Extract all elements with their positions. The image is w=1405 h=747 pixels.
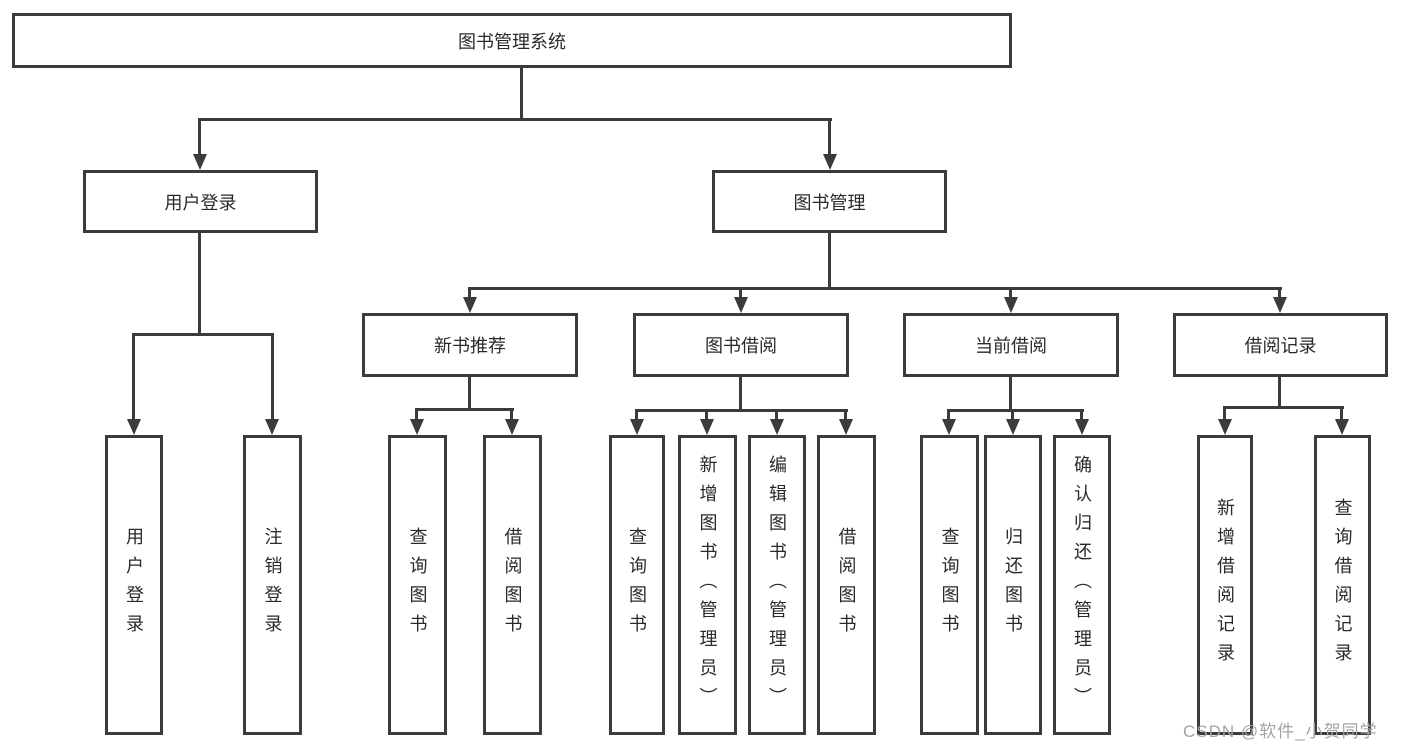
node-label: 当前借阅 xyxy=(975,336,1047,356)
connector-current-stem xyxy=(1009,377,1012,411)
arrowhead-down-icon xyxy=(193,154,207,170)
connector-arrow-shaft xyxy=(1278,287,1281,299)
node-label: 图书管理 xyxy=(793,192,866,213)
leaf-label: 查询图书 xyxy=(407,527,428,643)
connector-current-hbar xyxy=(948,409,1084,412)
arrowhead-down-icon xyxy=(1075,419,1089,435)
connector-recommend-hbar xyxy=(416,408,514,411)
connector-arrow-shaft xyxy=(198,118,201,154)
connector-arrow-shaft xyxy=(635,409,638,421)
arrowhead-down-icon xyxy=(265,419,279,435)
node-new-book-recommendation: 新书推荐 xyxy=(362,313,578,377)
arrowhead-down-icon xyxy=(1004,297,1018,313)
node-label: 图书管理系统 xyxy=(458,31,566,52)
node-label: 用户登录 xyxy=(164,192,237,213)
arrowhead-down-icon xyxy=(1006,419,1020,435)
connector-records-hbar xyxy=(1224,406,1344,409)
leaf-confirm-return-admin: 确认归还（管理员） xyxy=(1053,435,1111,735)
connector-recommend-stem xyxy=(468,377,471,410)
leaf-add-books-admin: 新增图书（管理员） xyxy=(678,435,737,735)
node-borrowing-records: 借阅记录 xyxy=(1173,313,1388,377)
node-library-management-system: 图书管理系统 xyxy=(12,13,1012,68)
arrowhead-down-icon xyxy=(734,297,748,313)
node-label: 借阅记录 xyxy=(1244,336,1317,356)
node-label: 新书推荐 xyxy=(434,336,506,356)
arrowhead-down-icon xyxy=(839,419,853,435)
leaf-label: 确认归还（管理员） xyxy=(1072,454,1092,716)
arrowhead-down-icon xyxy=(410,419,424,435)
leaf-label: 编辑图书（管理员） xyxy=(767,454,787,716)
connector-arrow-shaft xyxy=(271,333,274,419)
arrowhead-down-icon xyxy=(823,154,837,170)
leaf-query-books-borrowing: 查询图书 xyxy=(609,435,665,735)
connector-arrow-shaft xyxy=(468,287,471,299)
arrowhead-down-icon xyxy=(1273,297,1287,313)
leaf-label: 查询借阅记录 xyxy=(1332,498,1353,672)
connector-arrow-shaft xyxy=(415,408,418,421)
leaf-borrow-books-recommend: 借阅图书 xyxy=(483,435,542,735)
arrowhead-down-icon xyxy=(700,419,714,435)
arrowhead-down-icon xyxy=(505,419,519,435)
connector-arrow-shaft xyxy=(844,409,847,421)
connector-mgmt-hbar xyxy=(468,287,1282,290)
node-user-login-branch: 用户登录 xyxy=(83,170,318,233)
connector-arrow-shaft xyxy=(739,287,742,299)
arrowhead-down-icon xyxy=(630,419,644,435)
connector-arrow-shaft xyxy=(828,118,831,154)
node-book-management-branch: 图书管理 xyxy=(712,170,947,233)
node-label: 图书借阅 xyxy=(705,336,777,356)
node-book-borrowing: 图书借阅 xyxy=(633,313,849,377)
arrowhead-down-icon xyxy=(463,297,477,313)
connector-records-stem xyxy=(1278,377,1281,408)
connector-arrow-shaft xyxy=(1223,406,1226,421)
leaf-return-books: 归还图书 xyxy=(984,435,1042,735)
leaf-logout: 注销登录 xyxy=(243,435,302,735)
leaf-label: 借阅图书 xyxy=(836,527,857,643)
leaf-borrow-books-borrowing: 借阅图书 xyxy=(817,435,876,735)
leaf-label: 查询图书 xyxy=(627,527,647,643)
connector-borrowing-stem xyxy=(739,377,742,411)
connector-arrow-shaft xyxy=(1009,287,1012,299)
arrowhead-down-icon xyxy=(1335,419,1349,435)
connector-borrowing-hbar xyxy=(636,409,848,412)
connector-mgmt-stem xyxy=(828,233,831,289)
connector-arrow-shaft xyxy=(1080,409,1083,421)
arrowhead-down-icon xyxy=(942,419,956,435)
leaf-query-books-current: 查询图书 xyxy=(920,435,979,735)
leaf-user-login: 用户登录 xyxy=(105,435,163,735)
arrowhead-down-icon xyxy=(1218,419,1232,435)
connector-arrow-shaft xyxy=(947,409,950,421)
connector-arrow-shaft xyxy=(1011,409,1014,421)
leaf-label: 新增图书（管理员） xyxy=(697,454,718,716)
leaf-query-books-recommend: 查询图书 xyxy=(388,435,447,735)
leaf-label: 查询图书 xyxy=(939,527,960,643)
leaf-add-borrow-record: 新增借阅记录 xyxy=(1197,435,1253,735)
connector-root-stem xyxy=(520,68,523,120)
leaf-label: 用户登录 xyxy=(124,527,144,643)
leaf-query-borrow-record: 查询借阅记录 xyxy=(1314,435,1371,735)
arrowhead-down-icon xyxy=(127,419,141,435)
connector-arrow-shaft xyxy=(705,409,708,421)
connector-arrow-shaft xyxy=(775,409,778,421)
node-current-borrowing: 当前借阅 xyxy=(903,313,1119,377)
connector-arrow-shaft xyxy=(132,333,135,419)
connector-arrow-shaft xyxy=(1340,406,1343,421)
csdn-watermark: CSDN @软件_小贺同学 xyxy=(1183,722,1378,741)
leaf-label: 归还图书 xyxy=(1003,527,1023,643)
connector-arrow-shaft xyxy=(510,408,513,421)
connector-root-hbar xyxy=(199,118,832,121)
leaf-label: 借阅图书 xyxy=(502,527,523,643)
connector-login-hbar xyxy=(132,333,274,336)
arrowhead-down-icon xyxy=(770,419,784,435)
leaf-edit-books-admin: 编辑图书（管理员） xyxy=(748,435,806,735)
leaf-label: 新增借阅记录 xyxy=(1215,498,1235,672)
leaf-label: 注销登录 xyxy=(262,527,283,643)
connector-login-stem xyxy=(198,233,201,335)
